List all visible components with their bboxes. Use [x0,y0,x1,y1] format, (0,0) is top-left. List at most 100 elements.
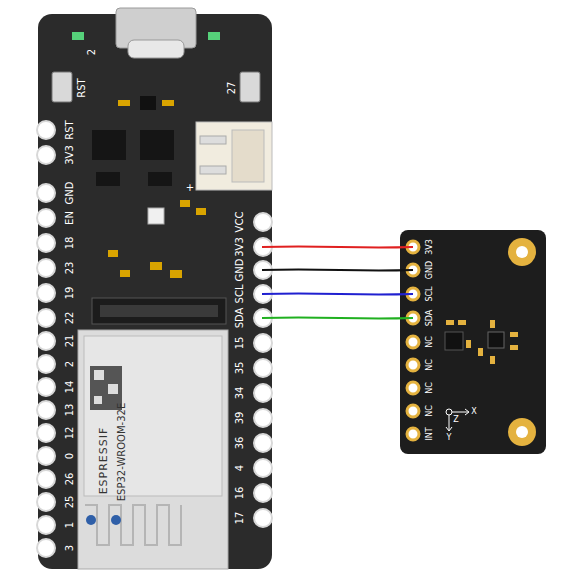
ground-wire [262,269,413,270]
polarity-mark: + [186,183,194,193]
pin-label: 35 [235,362,245,375]
pin-label: SCL [426,286,434,301]
connector-pin [200,166,226,174]
pin-hole [37,309,55,327]
chip [148,172,172,186]
pin-label: NC [426,405,434,417]
button-label: 27 [227,82,237,95]
module-shield [84,336,222,496]
battery-connector [196,122,272,190]
reset-button [52,72,72,102]
pin-label: 39 [235,412,245,425]
regulator-chip [92,130,126,160]
pin-label: RST [65,120,75,139]
pin-label: 19 [65,287,75,300]
pin-hole [254,334,272,352]
power-wire [262,246,413,247]
axis-symbol [446,409,469,431]
brand-name: ESPRESSIF [98,426,109,494]
pin-hole [37,447,55,465]
pin-hole [37,401,55,419]
pin-header [254,213,272,527]
smd-part [196,208,206,215]
wifi-module [78,330,228,569]
led [72,32,84,40]
pin-hole [254,359,272,377]
smd-part [120,270,130,277]
connector-socket [232,130,264,182]
pin-hole [254,384,272,402]
fpc-connector [92,298,226,324]
smd-part [180,200,190,207]
pin-hole [254,213,272,231]
pin-hole [407,428,419,440]
pin-label: 16 [235,487,245,500]
led-label: 2 [87,49,97,55]
chip [96,172,120,186]
pin-hole [37,539,55,557]
chip [140,96,156,110]
axis-label: Y [447,434,452,442]
mount-hole [508,418,536,446]
pin-label: GND [235,259,245,282]
pin-label: 3V3 [426,239,434,255]
pin-hole [407,336,419,348]
pin-label: 18 [65,237,75,250]
pin-label: NC [426,336,434,348]
pin-label: 2 [65,361,75,367]
charger-chip [140,130,174,160]
pin-hole [37,259,55,277]
pin-label: 13 [65,404,75,417]
pin-hole [37,146,55,164]
pin-hole [407,382,419,394]
pin-label: SCL [235,285,245,304]
pin-label: 22 [65,312,75,325]
usb-port [128,40,184,58]
smd-part [108,250,118,257]
pin-label: 3V3 [65,145,75,165]
scl-wire [262,293,413,294]
pin-label: INT [426,427,434,440]
antenna-trace [85,505,181,545]
via [86,515,96,525]
pin-hole [254,484,272,502]
pin-hole [37,209,55,227]
module-name: ESP32-WROOM-32E [117,403,127,501]
pin-hole [37,234,55,252]
pin-label: 3 [65,545,75,551]
pin-label: NC [426,359,434,371]
pin-label: SDA [426,310,434,327]
pin-hole [37,284,55,302]
pin-hole [37,493,55,511]
pin-hole [254,459,272,477]
pin-hole [37,378,55,396]
pin-label: 12 [65,427,75,440]
pin-label: 3V3 [235,237,245,257]
pin-hole [37,332,55,350]
pin-hole [407,405,419,417]
smd-part [162,100,174,106]
pin-hole [37,516,55,534]
pin-hole [37,184,55,202]
led [208,32,220,40]
pin-label: 23 [65,262,75,275]
sensor-chip [488,332,504,348]
pin-hole [254,434,272,452]
pin-label: GND [65,182,75,205]
pin-hole [254,509,272,527]
pin-label: 21 [65,335,75,348]
pin-label: 14 [65,381,75,394]
axis-label: Z [453,416,458,424]
via [111,515,121,525]
smd-part [118,100,130,106]
pin-hole [37,424,55,442]
pin-label: 36 [235,437,245,450]
sensor-board [400,230,546,454]
pin-hole [37,355,55,373]
mount-hole [508,238,536,266]
pin-hole [254,409,272,427]
pin-label: NC [426,382,434,394]
transistor [445,332,463,350]
